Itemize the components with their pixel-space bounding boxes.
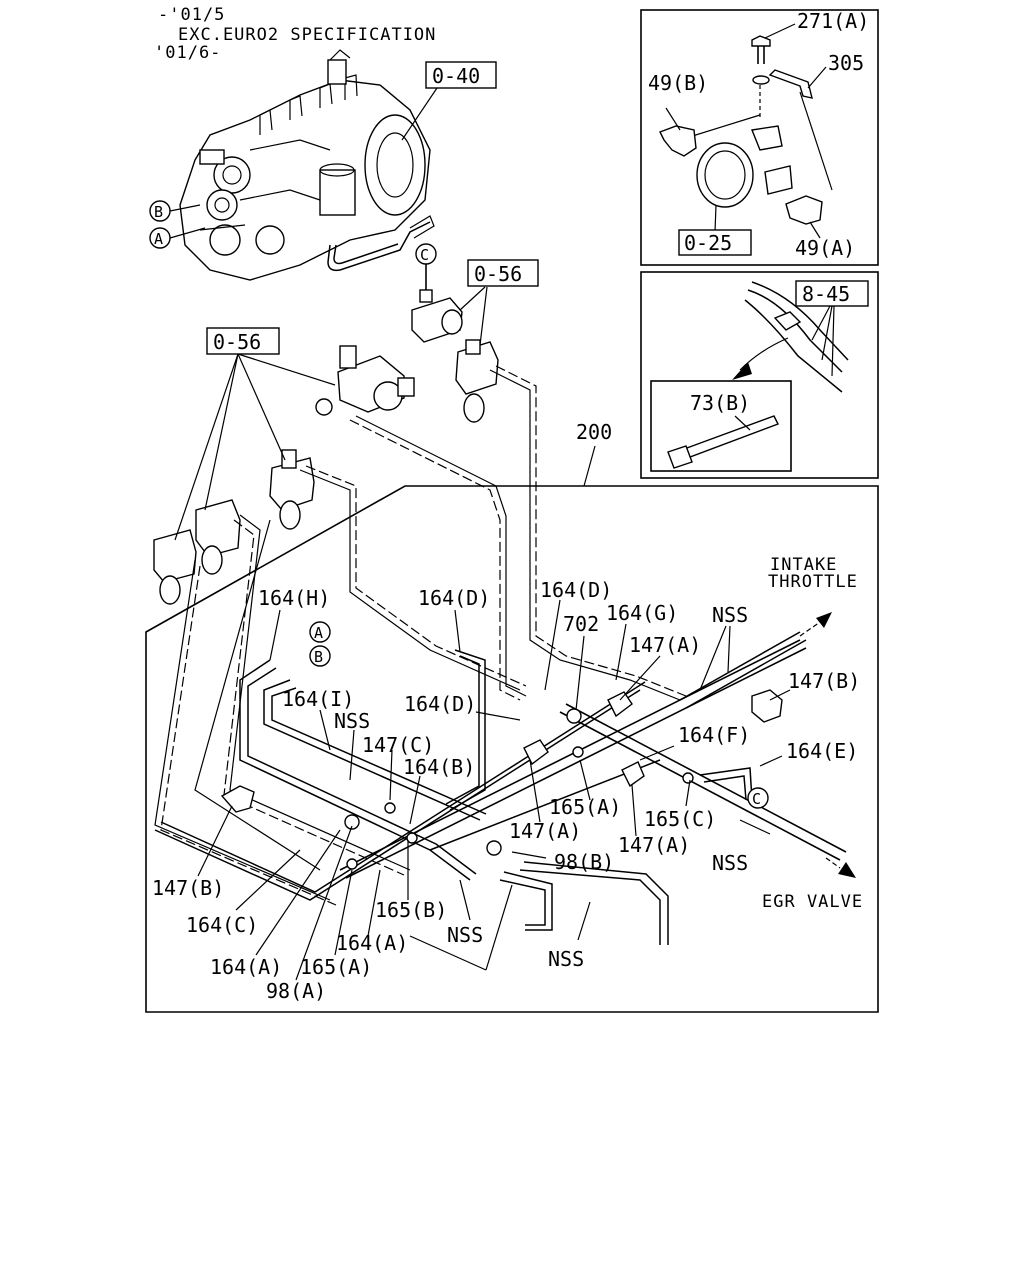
inset-clamp-assembly [640, 9, 879, 266]
inset-harness-tie [640, 271, 879, 479]
leader-056-upper-a [459, 286, 486, 311]
marker-b-pump: B [149, 200, 201, 222]
label-164d-1: 164(D) [418, 586, 490, 610]
header-date-before: -'01/5 [158, 5, 225, 25]
cable-tie-part [667, 415, 779, 469]
injection-pump [179, 49, 435, 281]
label-nss-right: NSS [712, 851, 748, 875]
label-147a-top: 147(A) [629, 633, 701, 657]
flow-egr-label: EGR VALVE [762, 892, 863, 912]
leader-pump [401, 87, 438, 141]
svg-text:C: C [752, 790, 761, 808]
svg-text:A: A [154, 230, 163, 248]
label-164i: 164(I) [282, 687, 354, 711]
svg-text:C: C [420, 246, 429, 264]
label-nss-center: NSS [548, 947, 584, 971]
solenoid-valve-c [411, 264, 463, 343]
hose-assembly-outline [145, 485, 879, 1013]
header-spec: EXC.EURO2 SPECIFICATION [178, 25, 436, 45]
marker-a-pump: A [149, 227, 206, 249]
label-702: 702 [563, 612, 599, 636]
marker-b-hose: B [309, 645, 331, 667]
header-date-after: '01/6- [154, 43, 221, 63]
leaders-056-left [174, 353, 336, 541]
upper-hose-routes [154, 365, 687, 906]
label-165a-mid: 165(A) [549, 795, 621, 819]
ref-box-valve-upper [467, 259, 539, 287]
label-164d-2: 164(D) [540, 578, 612, 602]
leader-056-upper-b [479, 286, 488, 346]
label-164c: 164(C) [186, 913, 258, 937]
label-nss-left: NSS [334, 709, 370, 733]
ref-valve-left-label: 0-56 [213, 330, 261, 354]
inset-clamp-parts [659, 23, 833, 239]
flow-intake-label: INTAKE [770, 555, 837, 575]
flow-throttle-label: THROTTLE [768, 572, 858, 592]
hose-clips [220, 689, 783, 870]
svg-text:B: B [154, 203, 163, 221]
ref-box-valve-left [206, 327, 280, 355]
ref-box-harness [795, 280, 869, 307]
solenoid-valve-main [315, 345, 415, 416]
label-nss-bottom: NSS [447, 923, 483, 947]
label-49a: 49(A) [795, 236, 855, 260]
label-164f: 164(F) [678, 723, 750, 747]
label-147b-right: 147(B) [788, 669, 860, 693]
label-165a-bottom: 165(A) [300, 955, 372, 979]
inset-harness-parts [732, 281, 849, 393]
solenoid-valve-left-a [195, 499, 241, 575]
label-leader-lines [197, 599, 791, 981]
solenoid-valve-mid [269, 449, 315, 530]
flow-arrow-intake [799, 612, 832, 637]
label-164h: 164(H) [258, 586, 330, 610]
label-200: 200 [576, 420, 612, 444]
label-164a-2: 164(A) [210, 955, 282, 979]
label-nss-top: NSS [712, 603, 748, 627]
label-164e: 164(E) [786, 739, 858, 763]
ref-hose-label: 0-25 [684, 231, 732, 255]
label-164a-1: 164(A) [336, 931, 408, 955]
label-164b: 164(B) [403, 755, 475, 779]
solenoid-valve-left-b [153, 529, 197, 605]
marker-c-hose: C [747, 787, 769, 809]
label-164d-3: 164(D) [404, 692, 476, 716]
svg-text:A: A [314, 624, 323, 642]
label-73b: 73(B) [690, 391, 750, 415]
label-147a-mid2: 147(A) [618, 833, 690, 857]
leader-200 [583, 445, 596, 487]
hose-trunk-lines [154, 631, 847, 945]
ref-pump-label: 0-40 [432, 64, 480, 88]
flow-arrow-egr [825, 857, 856, 878]
label-98b: 98(B) [554, 850, 614, 874]
marker-c-top: C [415, 243, 437, 265]
ref-box-hose [678, 229, 752, 256]
svg-text:B: B [314, 648, 323, 666]
label-147c: 147(C) [362, 733, 434, 757]
ref-box-pump [425, 61, 497, 89]
tie-detail-box [650, 380, 792, 472]
ref-harness-label: 8-45 [802, 282, 850, 306]
label-165c: 165(C) [644, 807, 716, 831]
solenoid-valve-upper [455, 339, 499, 423]
label-165b: 165(B) [375, 898, 447, 922]
ref-valve-upper-label: 0-56 [474, 262, 522, 286]
label-271a: 271(A) [797, 9, 869, 33]
label-147a-mid: 147(A) [509, 819, 581, 843]
label-164g: 164(G) [606, 601, 678, 625]
label-147b-left: 147(B) [152, 876, 224, 900]
label-49b: 49(B) [648, 71, 708, 95]
label-98a: 98(A) [266, 979, 326, 1003]
marker-a-hose: A [309, 621, 331, 643]
label-305: 305 [828, 51, 864, 75]
